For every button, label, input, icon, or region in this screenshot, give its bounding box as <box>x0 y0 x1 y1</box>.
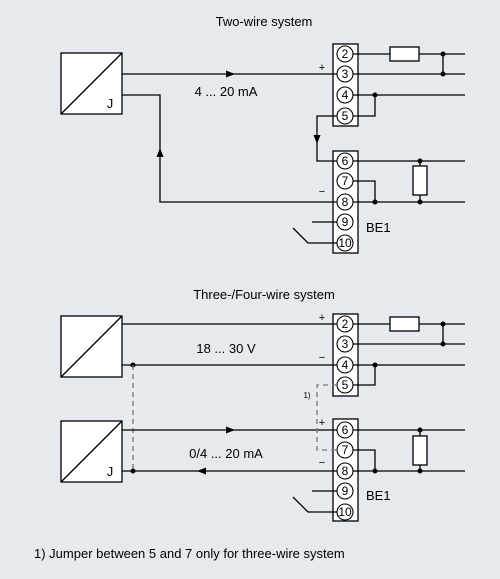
svg-text:8: 8 <box>342 464 349 478</box>
two-wire-terminal-block-label: BE1 <box>366 220 391 235</box>
svg-text:7: 7 <box>342 443 349 457</box>
signal-current-label: 0/4 ... 20 mA <box>189 446 263 461</box>
svg-text:9: 9 <box>342 484 349 498</box>
arrow-down-icon <box>313 135 321 144</box>
arrow-right-icon <box>226 70 235 78</box>
svg-text:10: 10 <box>338 505 352 519</box>
two-wire-plus-sign: + <box>319 62 325 74</box>
three-four-wire-section: Three-/Four-wire system J 2 3 4 5 6 7 8 … <box>60 287 465 522</box>
two-wire-return-wire <box>122 94 337 203</box>
two-wire-resistor-upper <box>389 46 420 62</box>
supply-minus-sign: − <box>319 352 325 364</box>
three-four-wire-switch <box>292 490 337 513</box>
svg-text:3: 3 <box>342 67 349 81</box>
terminal-10: 10 <box>336 234 354 252</box>
jumper-footnote-mark: 1) <box>303 391 310 400</box>
three-four-wire-terminal-block-upper: 2 3 4 5 <box>332 313 359 397</box>
svg-text:9: 9 <box>342 215 349 229</box>
two-wire-section: Two-wire system J 2 3 4 5 6 7 8 9 10 4 .… <box>60 14 465 254</box>
supply-voltage-label: 18 ... 30 V <box>196 341 256 356</box>
svg-text:4: 4 <box>342 88 349 102</box>
two-wire-resistor-lower <box>412 165 428 196</box>
svg-text:5: 5 <box>342 378 349 392</box>
three-four-wire-terminal-block-label: BE1 <box>366 488 391 503</box>
supply-device <box>60 315 123 378</box>
resistor-lower <box>412 435 428 466</box>
three-four-wire-transmitter: J <box>60 420 123 483</box>
svg-text:4: 4 <box>342 358 349 372</box>
two-wire-transmitter-label: J <box>107 96 114 111</box>
svg-text:10: 10 <box>338 236 352 250</box>
svg-text:8: 8 <box>342 195 349 209</box>
resistor-upper <box>389 316 420 332</box>
three-four-wire-terminal-block-lower: 6 7 8 9 10 <box>332 418 359 522</box>
svg-text:7: 7 <box>342 174 349 188</box>
arrow-right-icon <box>226 426 235 434</box>
svg-text:2: 2 <box>342 317 349 331</box>
two-wire-terminal-block-upper: 2 3 4 5 <box>332 43 359 127</box>
footnote: 1) Jumper between 5 and 7 only for three… <box>34 546 345 561</box>
arrow-up-icon <box>156 148 164 157</box>
two-wire-minus-sign: − <box>319 186 325 198</box>
jumper-5-7 <box>316 384 337 451</box>
svg-text:6: 6 <box>342 423 349 437</box>
svg-text:3: 3 <box>342 337 349 351</box>
signal-plus-sign: + <box>319 417 325 429</box>
two-wire-signal-label: 4 ... 20 mA <box>195 84 258 99</box>
supply-plus-sign: + <box>319 312 325 324</box>
two-wire-switch <box>292 221 337 244</box>
two-wire-title: Two-wire system <box>216 14 313 29</box>
svg-text:6: 6 <box>342 154 349 168</box>
terminal-10: 10 <box>336 503 354 521</box>
three-four-wire-transmitter-label: J <box>107 464 114 479</box>
svg-text:5: 5 <box>342 109 349 123</box>
three-four-wire-title: Three-/Four-wire system <box>193 287 335 302</box>
signal-minus-sign: − <box>319 457 325 469</box>
svg-text:2: 2 <box>342 47 349 61</box>
two-wire-transmitter: J <box>60 52 123 115</box>
arrow-left-icon <box>197 467 206 475</box>
